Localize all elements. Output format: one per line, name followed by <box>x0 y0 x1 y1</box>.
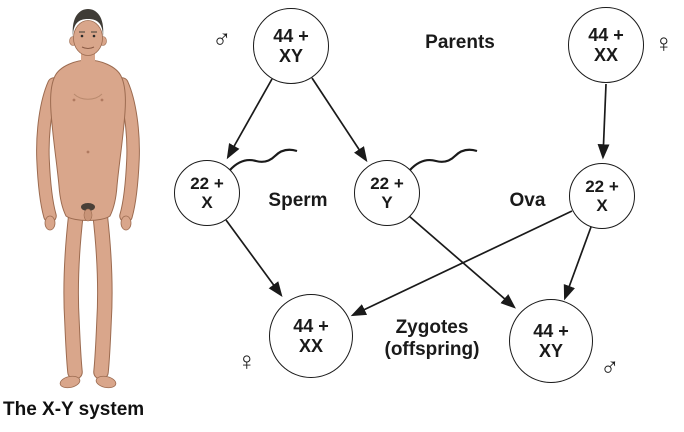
right-foot <box>95 375 117 389</box>
arrow-ovum-to-zygote-female <box>350 210 573 317</box>
face <box>73 20 103 56</box>
navel <box>86 150 90 154</box>
node-line1: 22 + <box>585 177 619 196</box>
pubic-area <box>81 203 95 211</box>
left-foot <box>59 375 81 389</box>
female-symbol: ♀ <box>654 28 674 58</box>
arrow-parent-male-to-sperm-x <box>226 78 273 160</box>
label-ova: Ova <box>509 190 546 211</box>
sperm-tail-icon <box>229 148 298 171</box>
node-line2: Y <box>381 193 393 212</box>
node-line1: 22 + <box>190 174 224 193</box>
node-line2: X <box>201 193 213 212</box>
arrow-parent-female-to-ovum <box>597 83 610 160</box>
node-line2: XY <box>538 341 563 361</box>
sperm-tail-icon <box>409 148 478 171</box>
node-parent-male: 44 + XY <box>253 8 329 84</box>
node-line1: 22 + <box>370 174 404 193</box>
arrow-ovum-to-zygote-male <box>563 226 592 301</box>
node-line2: X <box>596 196 608 215</box>
male-symbol: ♂ <box>212 24 232 54</box>
label-zygotes: Zygotes (offspring) <box>362 317 502 361</box>
male-figure-illustration <box>36 9 140 389</box>
node-line2: XX <box>298 336 323 356</box>
torso <box>50 59 126 221</box>
node-line1: 44 + <box>533 321 569 341</box>
node-line2: XY <box>278 46 303 66</box>
hair <box>72 9 104 37</box>
figure-caption: The X-Y system <box>3 399 145 420</box>
label-zygotes-line2: (offspring) <box>384 339 480 360</box>
label-sperm: Sperm <box>268 190 328 211</box>
node-parent-female: 44 + XX <box>568 7 644 83</box>
node-line1: 44 + <box>273 26 309 46</box>
mouth <box>81 46 95 49</box>
arrow-sperm-x-to-zygote-female <box>225 219 283 298</box>
node-ovum-x: 22 + X <box>569 163 635 229</box>
label-parents: Parents <box>425 32 495 53</box>
node-zygote-male: 44 + XY <box>509 299 593 383</box>
node-line1: 44 + <box>588 25 624 45</box>
node-line1: 44 + <box>293 316 329 336</box>
node-sperm-x: 22 + X <box>174 160 240 226</box>
label-zygotes-line1: Zygotes <box>395 317 469 338</box>
female-symbol: ♀ <box>237 346 257 376</box>
right-hand <box>120 215 132 231</box>
chest-line <box>73 93 103 100</box>
arrow-sperm-y-to-zygote-male <box>408 215 516 309</box>
node-sperm-y: 22 + Y <box>354 160 420 226</box>
right-eye <box>92 34 96 38</box>
left-hand <box>44 215 56 231</box>
node-zygote-female: 44 + XX <box>269 294 353 378</box>
left-eye <box>80 34 84 38</box>
male-symbol: ♂ <box>600 352 620 382</box>
node-line2: XX <box>593 45 618 65</box>
arrow-parent-male-to-sperm-y <box>311 77 368 163</box>
